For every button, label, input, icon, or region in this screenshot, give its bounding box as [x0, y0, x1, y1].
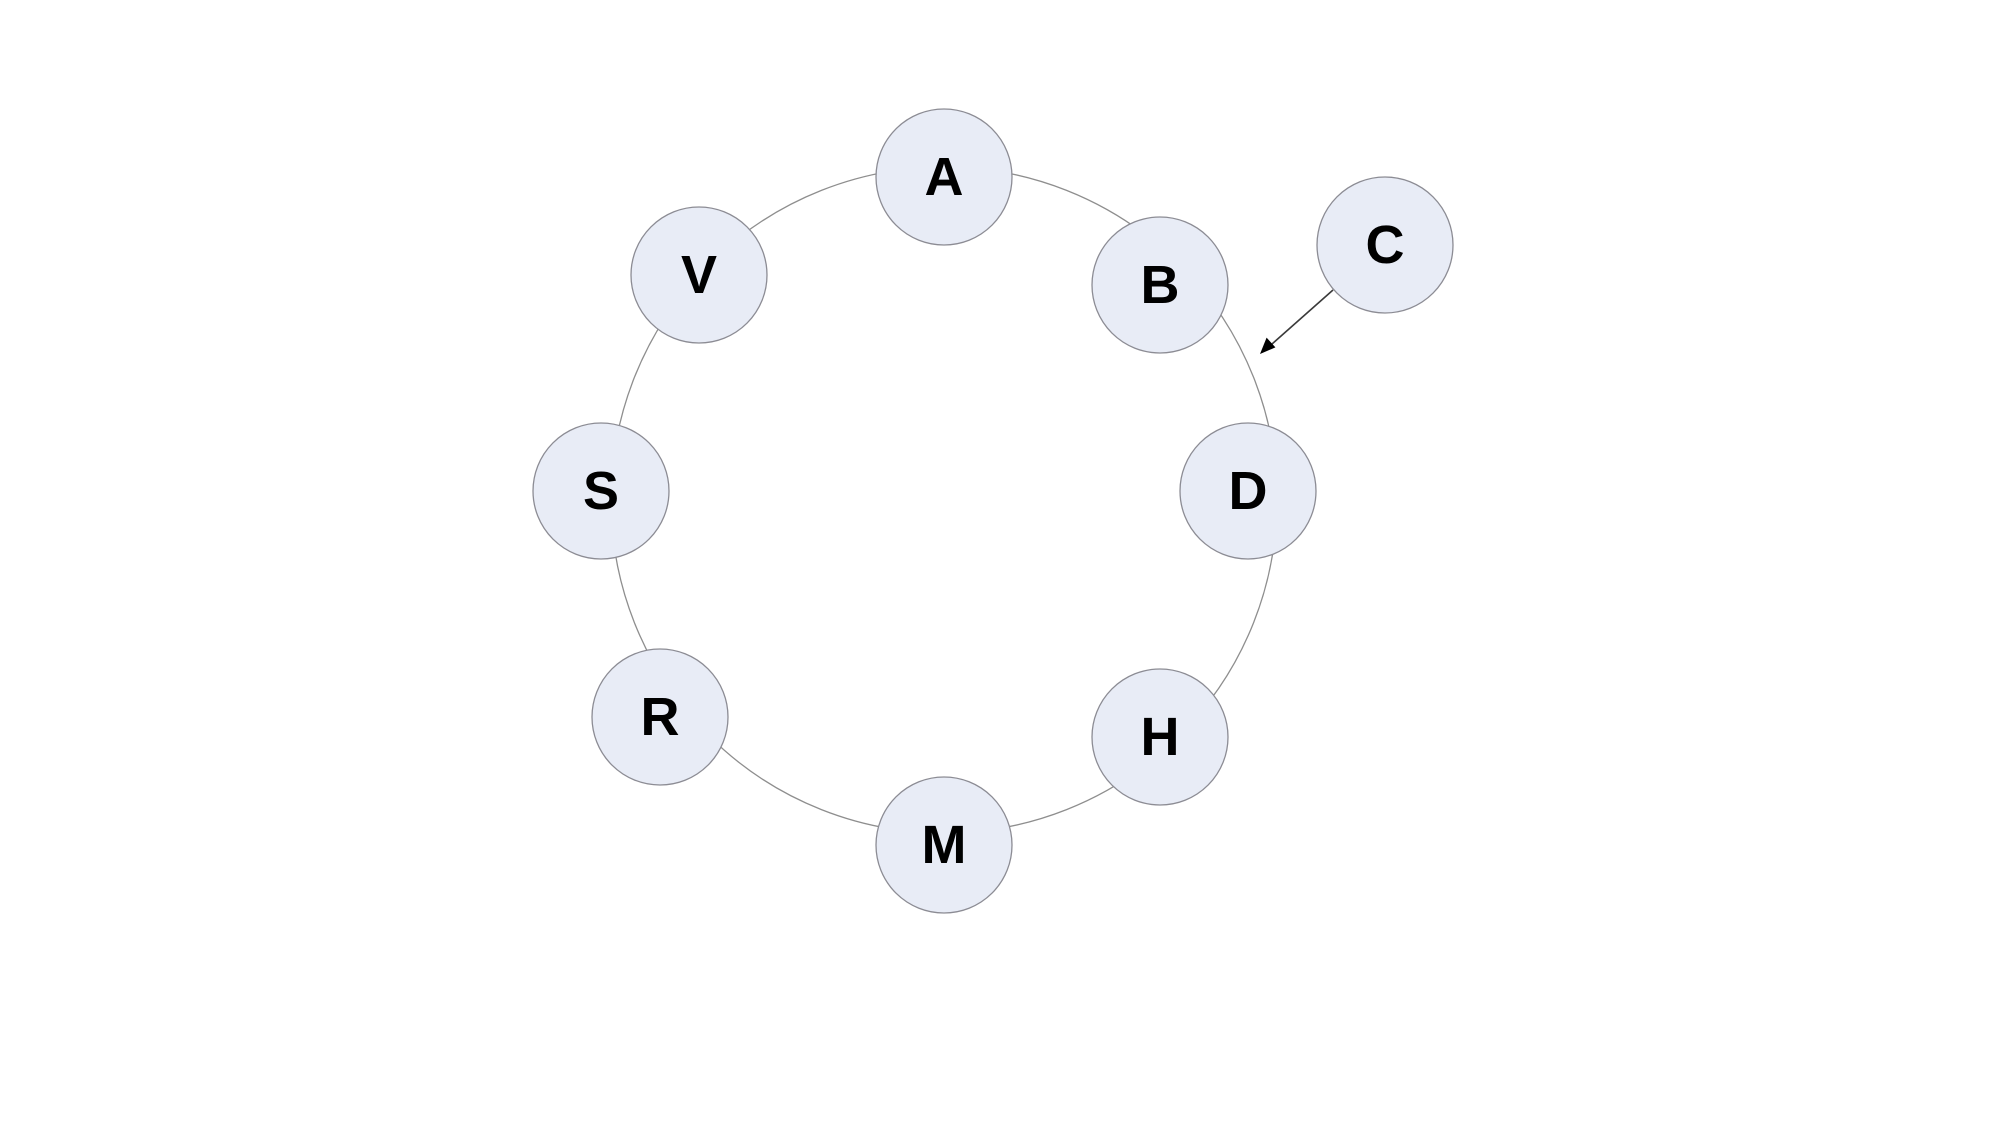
node-m[interactable]: M	[875, 776, 1013, 914]
node-v[interactable]: V	[630, 206, 768, 344]
node-r[interactable]: R	[591, 648, 729, 786]
node-d[interactable]: D	[1179, 422, 1317, 560]
node-d-label: D	[1229, 461, 1268, 521]
node-b[interactable]: B	[1091, 216, 1229, 354]
node-c-label: C	[1366, 215, 1405, 275]
node-d-circle	[1179, 422, 1317, 560]
arrow-c-to-ring-head	[1260, 337, 1276, 354]
node-h-circle	[1091, 668, 1229, 806]
node-m-label: M	[922, 815, 967, 875]
arrow-c-to-ring-line	[1271, 289, 1334, 345]
node-v-circle	[630, 206, 768, 344]
node-a-label: A	[925, 147, 964, 207]
node-s[interactable]: S	[532, 422, 670, 560]
node-m-circle	[875, 776, 1013, 914]
node-c-circle	[1316, 176, 1454, 314]
node-a-circle	[875, 108, 1013, 246]
node-r-circle	[591, 648, 729, 786]
node-b-label: B	[1141, 255, 1180, 315]
node-v-label: V	[681, 245, 717, 305]
node-h[interactable]: H	[1091, 668, 1229, 806]
node-s-label: S	[583, 461, 619, 521]
node-c[interactable]: C	[1316, 176, 1454, 314]
node-a[interactable]: A	[875, 108, 1013, 246]
node-h-label: H	[1141, 707, 1180, 767]
node-r-label: R	[641, 687, 680, 747]
node-b-circle	[1091, 216, 1229, 354]
node-s-circle	[532, 422, 670, 560]
